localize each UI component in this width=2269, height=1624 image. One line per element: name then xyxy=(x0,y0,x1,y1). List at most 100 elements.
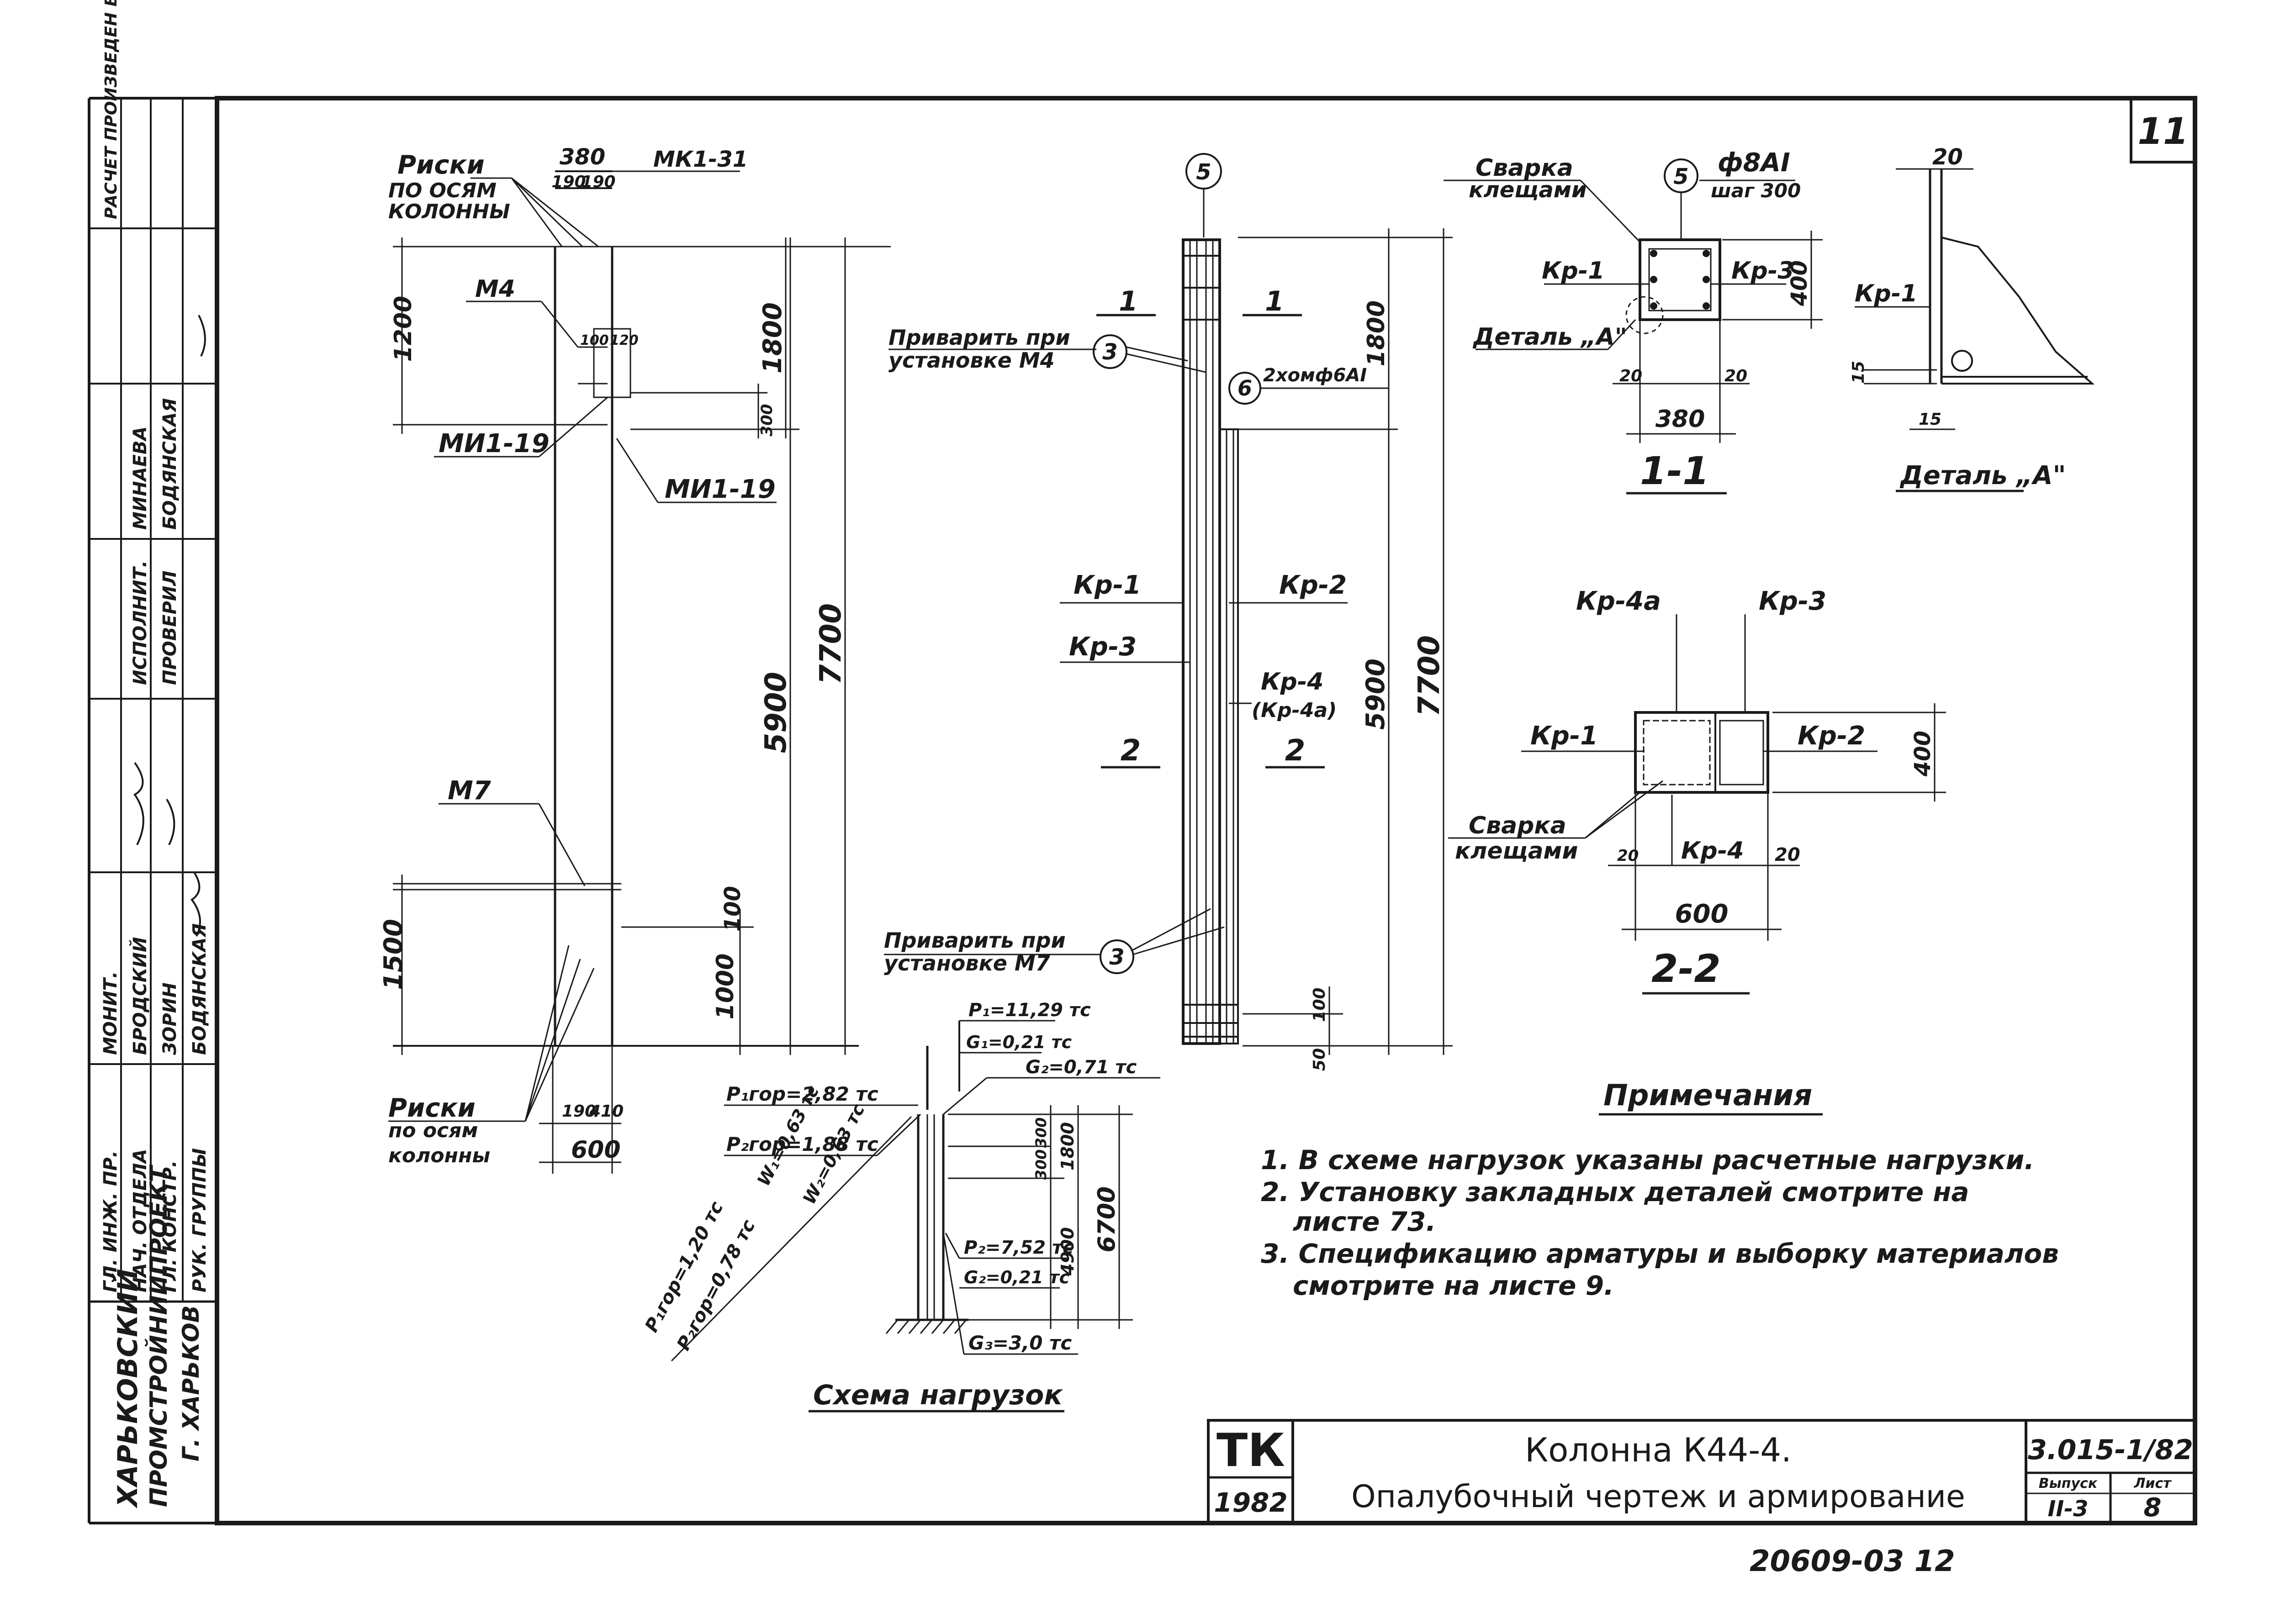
load-p2: P₂=7,52 тс xyxy=(964,1237,1074,1258)
dim-100: 100 xyxy=(720,886,746,932)
role-4: РУК. ГРУППЫ xyxy=(189,1148,210,1292)
column-elevation: 380 190 190 МК1-31 Риски ПО ОСЯМ КОЛОННЫ… xyxy=(379,144,891,1174)
s1-dim-400: 400 xyxy=(1787,260,1812,306)
circle-marker-6 xyxy=(1228,372,1261,405)
dim-190-c: 190 xyxy=(562,1102,596,1121)
label-kr4a: (Кр-4а) xyxy=(1252,699,1337,722)
s1-title: 1-1 xyxy=(1640,448,1709,493)
s1-weld-2: клещами xyxy=(1469,177,1587,203)
marker-5: 5 xyxy=(1196,159,1211,185)
notes: Примечания 1. В схеме нагрузок указаны р… xyxy=(1261,1079,2059,1301)
s1-weld-1: Сварка xyxy=(1476,154,1573,182)
load-g3: G₃=3,0 тс xyxy=(968,1332,1072,1354)
frame: 11 xyxy=(88,96,2197,1525)
tb-line-1: Колонна К44-4. xyxy=(1525,1431,1792,1469)
s2-kr1: Кр-1 xyxy=(1530,721,1598,751)
marker-3a: 3 xyxy=(1102,339,1117,365)
da-title: Деталь „А" xyxy=(1899,461,2066,490)
s2-kr4a: Кр-4а xyxy=(1576,586,1661,616)
role-b-1: ИСПОЛНИТ. xyxy=(130,560,151,685)
weld-m4-2: установке М4 xyxy=(889,348,1055,373)
dim-190-a: 190 xyxy=(551,173,586,191)
s2-dim-20a: 20 xyxy=(1617,847,1639,865)
dim-7700: 7700 xyxy=(814,603,848,685)
s1-kr1: Кр-1 xyxy=(1542,257,1605,285)
note-2: 2. Установку закладных деталей смотрите … xyxy=(1261,1176,1969,1207)
note-3: 3. Спецификацию арматуры и выборку матер… xyxy=(1261,1238,2059,1269)
s1-step: шаг 300 xyxy=(1711,179,1801,202)
dim-120: 120 xyxy=(610,332,639,348)
da-dim-15a: 15 xyxy=(1849,361,1868,384)
label-riski-bottom-sub2: колонны xyxy=(388,1144,490,1167)
s2-kr4: Кр-4 xyxy=(1681,837,1744,865)
role-1: ГЛ. ИНЖ. ПР. xyxy=(100,1150,121,1292)
tb-tk: ТК xyxy=(1216,1424,1285,1477)
scheme-dim-1800: 1800 xyxy=(1058,1122,1078,1171)
load-p2x: P₂гор=1,88 тс xyxy=(726,1133,878,1155)
dim-1200: 1200 xyxy=(390,296,417,362)
org-city: Г. ХАРЬКОВ xyxy=(178,1305,204,1461)
dim-410: 410 xyxy=(589,1102,624,1121)
reinforcement-view: 5 1 1 Приварить при установке М4 3 6 2 xyxy=(884,153,1453,1071)
s2-dim-600: 600 xyxy=(1675,899,1729,929)
name-b-1: МИНАЕВА xyxy=(130,427,151,530)
signature-mark xyxy=(190,871,201,937)
s1-detail: Деталь „А" xyxy=(1472,323,1627,351)
tb-sheet: 8 xyxy=(2144,1493,2162,1523)
label-kr1: Кр-1 xyxy=(1074,570,1141,600)
tb-issue-label: Выпуск xyxy=(2039,1476,2098,1492)
side-stamp: ХАРЬКОВСКИЙ ПРОМСТРОЙНИИПРОЕКТ Г. ХАРЬКО… xyxy=(89,0,217,1509)
label-riski-top: Риски xyxy=(397,150,485,180)
reinf-dim-1800: 1800 xyxy=(1363,301,1390,367)
load-g2: G₂=0,71 тс xyxy=(1026,1057,1137,1078)
dim-300: 300 xyxy=(758,404,776,437)
tb-line-2: Опалубочный чертеж и армирование xyxy=(1351,1479,1965,1515)
label-riski-top-sub1: ПО ОСЯМ xyxy=(388,179,497,202)
name-1: БРОДСКИЙ xyxy=(129,937,151,1055)
name-3: БОДЯНСКАЯ xyxy=(189,923,210,1055)
weld-m4-1: Приварить при xyxy=(889,325,1070,350)
section-mark-1b: 1 xyxy=(1265,285,1284,317)
da-dim-15b: 15 xyxy=(1919,410,1941,429)
note-3-cont: смотрите на листе 9. xyxy=(1293,1270,1614,1301)
calc-note: РАСЧЕТ ПРОИЗВЕДЕН В ОМИТРЕ ПО ПРОГРАММЕ … xyxy=(102,0,121,219)
s1-outline xyxy=(1639,238,1721,321)
section-mark-2b: 2 xyxy=(1285,734,1306,768)
tb-sheet-label: Лист xyxy=(2133,1476,2172,1492)
tb-code: 3.015-1/82 xyxy=(2028,1434,2193,1466)
label-kr4: Кр-4 xyxy=(1261,668,1324,696)
label-m7: М7 xyxy=(448,776,491,806)
dim-1800: 1800 xyxy=(758,302,788,374)
bar-6: 2хомф6АI xyxy=(1263,365,1367,386)
s2-weld-2: клещами xyxy=(1455,838,1578,864)
dim-600: 600 xyxy=(571,1136,621,1164)
signature-mark xyxy=(133,762,144,845)
s2-title: 2-2 xyxy=(1651,946,1721,991)
load-scheme: P₁=11,29 тс G₁=0,21 тс G₂=0,71 тс P₁гор=… xyxy=(641,1000,1160,1413)
dim-100-m4: 100 xyxy=(580,332,609,348)
circle-marker-3a xyxy=(1093,334,1127,369)
load-p1x: P₁гор=2,82 тс xyxy=(726,1083,878,1105)
dim-5900: 5900 xyxy=(759,672,793,753)
label-riski-top-sub2: КОЛОННЫ xyxy=(388,200,510,223)
s2-weld-1: Сварка xyxy=(1469,812,1566,839)
scheme-title: Схема нагрузок xyxy=(813,1379,1063,1411)
role-2: НАЧ. ОТДЕЛА xyxy=(130,1149,151,1292)
sheet-number: 11 xyxy=(2137,110,2188,153)
section-mark-2a: 2 xyxy=(1121,734,1141,768)
dim-1000: 1000 xyxy=(712,954,739,1020)
section-1-1: Сварка клещами 5 ф8АI шаг 300 Кр-1 Кр-3 … xyxy=(1444,148,1823,495)
section-mark-1a: 1 xyxy=(1119,285,1138,317)
reinf-dim-5900: 5900 xyxy=(1361,659,1391,730)
label-mk1-31: МК1-31 xyxy=(653,147,748,172)
s2-dim-400: 400 xyxy=(1910,731,1936,777)
name-monit: МОНИТ. xyxy=(100,971,121,1055)
dim-380: 380 xyxy=(560,144,605,170)
s2-outline xyxy=(1634,711,1769,794)
reinf-dim-7700: 7700 xyxy=(1412,635,1446,717)
name-b-2: БОДЯНСКАЯ xyxy=(159,398,180,530)
s1-marker-5: 5 xyxy=(1673,164,1688,190)
signature-mark xyxy=(166,798,175,845)
s2-kr3: Кр-3 xyxy=(1759,586,1826,616)
